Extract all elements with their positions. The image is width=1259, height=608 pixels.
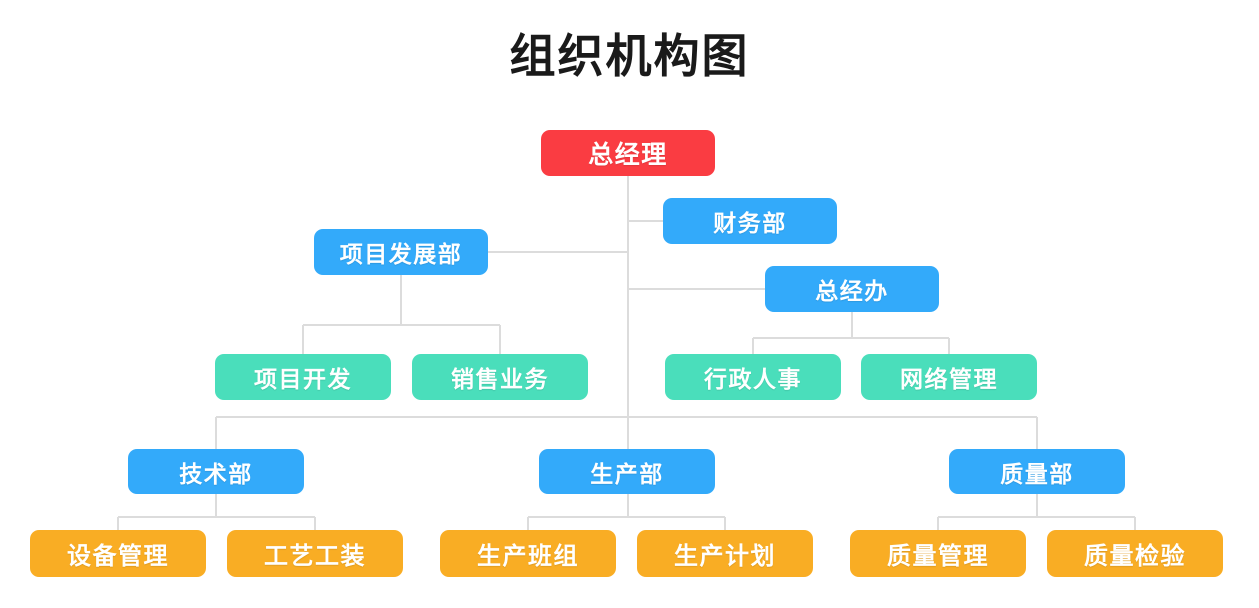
- node-process-tooling[interactable]: 工艺工装: [227, 530, 403, 577]
- node-project-development-department[interactable]: 项目发展部: [314, 229, 488, 275]
- node-production-team[interactable]: 生产班组: [440, 530, 616, 577]
- node-production-plan[interactable]: 生产计划: [637, 530, 813, 577]
- node-network-management[interactable]: 网络管理: [861, 354, 1037, 400]
- page-title: 组织机构图: [509, 30, 750, 82]
- node-technology-department[interactable]: 技术部: [128, 449, 304, 494]
- node-production-department[interactable]: 生产部: [539, 449, 715, 494]
- node-equipment-management[interactable]: 设备管理: [30, 530, 206, 577]
- node-quality-inspection[interactable]: 质量检验: [1047, 530, 1223, 577]
- node-general-manager[interactable]: 总经理: [541, 130, 715, 176]
- node-finance-department[interactable]: 财务部: [663, 198, 837, 244]
- node-general-manager-office[interactable]: 总经办: [765, 266, 939, 312]
- node-project-development[interactable]: 项目开发: [215, 354, 391, 400]
- node-quality-management[interactable]: 质量管理: [850, 530, 1026, 577]
- node-administration-hr[interactable]: 行政人事: [665, 354, 841, 400]
- node-quality-department[interactable]: 质量部: [949, 449, 1125, 494]
- node-sales-business[interactable]: 销售业务: [412, 354, 588, 400]
